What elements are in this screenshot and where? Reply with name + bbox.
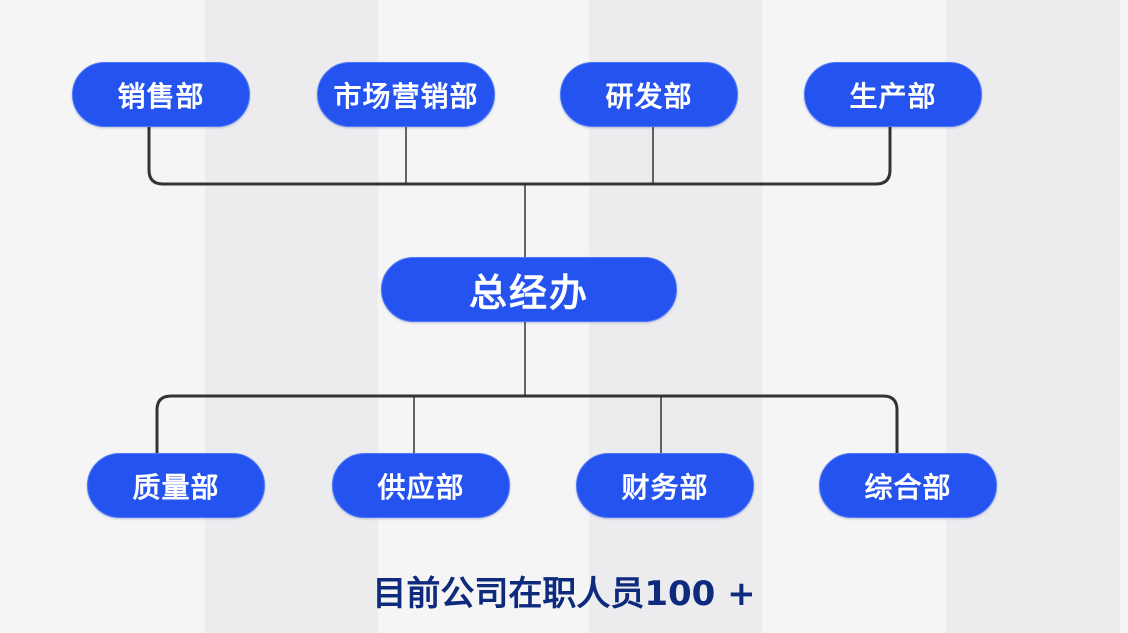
top-bracket-line xyxy=(147,126,892,186)
node-supply: 供应部 xyxy=(332,453,510,518)
node-rnd: 研发部 xyxy=(560,62,738,127)
node-marketing: 市场营销部 xyxy=(317,62,495,127)
node-sales: 销售部 xyxy=(72,62,250,127)
staff-count-caption: 目前公司在职人员100 + xyxy=(372,574,756,614)
node-quality: 质量部 xyxy=(87,453,265,518)
node-general-affairs: 综合部 xyxy=(819,453,997,518)
node-general-office: 总经办 xyxy=(381,257,677,322)
node-finance: 财务部 xyxy=(576,453,754,518)
node-production: 生产部 xyxy=(804,62,982,127)
bottom-bracket-line xyxy=(155,394,899,453)
